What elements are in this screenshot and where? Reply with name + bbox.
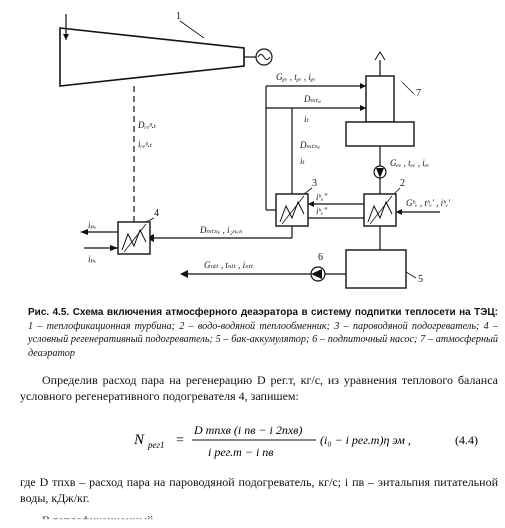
label-i-hv2: iʰᵥ″ [316,192,328,202]
svg-text:D тпхв (i пв − i 2пхв): D тпхв (i пв − i 2пхв) [193,423,302,437]
turbine-1 [59,27,245,87]
cut-off-line: В теплофикационный ... [42,513,166,527]
label-i-pv: iₚᵥ [88,220,97,230]
caption-desc: 1 – теплофикационная турбина; 2 – водо-в… [28,320,498,359]
svg-text:(i₀ − i рег.т)η эм ,: (i₀ − i рег.т)η эм , [320,433,411,447]
label-d-mtnv-bottom: Dₘₜₙᵥ , i₂ₙᵥₙ [199,225,243,235]
label-2: 2 [400,178,405,189]
label-d-mtd: Dₘₜₐ [303,94,321,104]
label-d-reg: Dᵣₑᵍ.ₜ [137,120,157,130]
label-6: 6 [318,252,323,263]
body-paragraph: Определив расход пара на регенерацию D р… [20,373,498,403]
label-it-2: iₜ [300,156,306,166]
definitions-paragraph: где D тпхв – расход пара на пароводяной … [20,475,498,505]
figure-caption: Рис. 4.5. Схема включения атмосферного д… [28,306,498,360]
label-g-top: Gᵪᵥ , tᵪᵥ , iᵪᵥ [276,72,316,82]
label-4: 4 [154,208,159,219]
label-d-mtnv: Dₘₜₙᵥ [299,140,321,150]
heat-exchanger-2 [363,193,397,227]
svg-text:=: = [176,433,184,448]
label-i-reg: iᵣₑᵍ.ₜ [138,139,153,149]
deaerator-7 [365,75,395,123]
regenerative-heater-4 [117,221,151,255]
svg-text:(4.4): (4.4) [455,433,478,447]
label-g-dv: Gₑᵥ , tₑᵥ , iₑᵥ [390,158,430,168]
svg-text:N: N [133,432,145,448]
label-1: 1 [176,11,181,22]
label-it-1: iₜ [304,114,310,124]
label-g-ntc: Gₙₜₜ , tₙₜₜ , iₙₜₜ [204,260,254,270]
label-7: 7 [416,88,421,99]
equation-4-4: N рег1 = D тпхв (i пв − i 2пхв) i рег.т … [133,423,478,459]
label-g-hv: Gʰᵥ , tʰᵥ′ , iʰᵥ′ [406,198,451,208]
tank-5 [345,249,407,289]
caption-lead: Рис. 4.5. Схема включения атмосферного д… [28,307,498,318]
thermal-scheme-diagram: 1 Dᵣₑᵍ.ₜ iᵣₑᵍ.ₜ Gᵪᵥ , tᵪᵥ , iᵪᵥ Dₘₜₐ iₜ … [59,11,451,289]
label-i-pv2: iₚᵥ [88,254,97,264]
svg-text:рег1: рег1 [147,440,165,450]
label-5: 5 [418,274,423,285]
label-i-hv2b: iʰᵥ″ [316,206,328,216]
label-3: 3 [312,178,317,189]
svg-text:i рег.т − i пв: i рег.т − i пв [208,445,274,459]
